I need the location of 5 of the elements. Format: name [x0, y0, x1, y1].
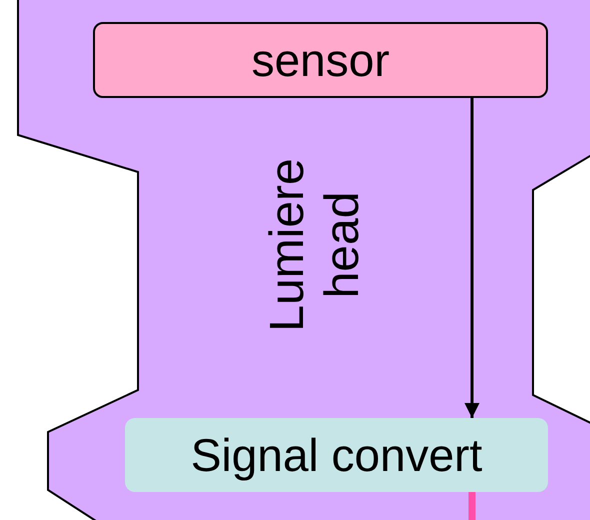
head-label: Lumiere head	[260, 157, 370, 334]
connector-line	[468, 492, 476, 520]
arrow	[464, 98, 480, 418]
process-box: Signal convert	[125, 418, 548, 492]
sensor-box: sensor	[93, 22, 548, 98]
